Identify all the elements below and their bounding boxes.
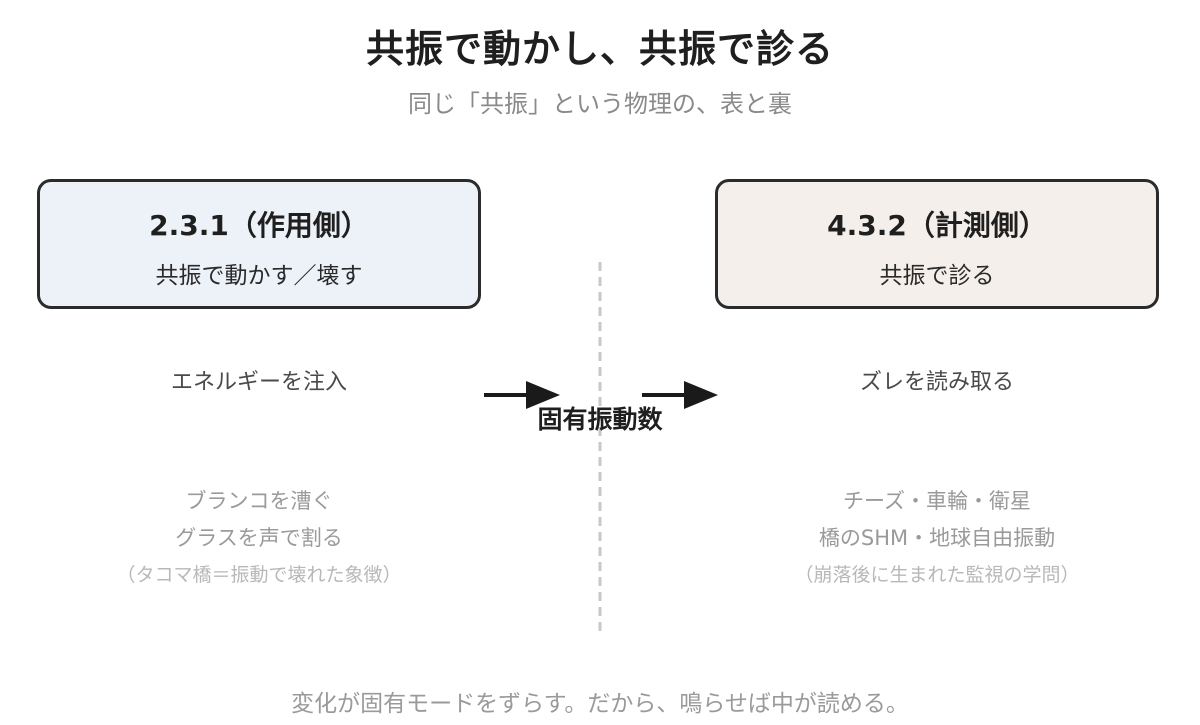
measurement-side-examples: チーズ・車輪・衛星 橋のSHM・地球自由振動 （崩落後に生まれた監視の学問） — [715, 486, 1159, 597]
action-side-examples: ブランコを漕ぐ グラスを声で割る （タコマ橋＝振動で壊れた象徴） — [37, 486, 481, 597]
action-side-box: 2.3.1（作用側） 共振で動かす／壊す — [37, 179, 481, 309]
footer-caption: 変化が固有モードをずらす。だから、鳴らせば中が読める。 — [291, 691, 909, 717]
example-item: ブランコを漕ぐ — [185, 489, 333, 513]
example-item: グラスを声で割る — [175, 526, 343, 550]
center-divider — [598, 262, 602, 636]
action-side-heading: 2.3.1（作用側） — [149, 209, 369, 242]
measurement-side-subheading: 共振で診る — [879, 263, 995, 289]
right-arrow — [642, 381, 718, 409]
page-title: 共振で動かし、共振で診る — [365, 27, 834, 71]
measurement-side-box: 4.3.2（計測側） 共振で診る — [715, 179, 1159, 309]
page-subtitle: 同じ「共振」という物理の、表と裏 — [408, 90, 792, 118]
left-arrow — [484, 381, 560, 409]
example-note: （タコマ橋＝振動で壊れた象徴） — [116, 564, 402, 586]
measurement-side-heading: 4.3.2（計測側） — [827, 209, 1047, 242]
natural-frequency-label: 固有振動数 — [537, 405, 663, 434]
example-item: 橋のSHM・地球自由振動 — [818, 526, 1056, 550]
action-side-action: エネルギーを注入 — [170, 370, 347, 395]
action-side-subheading: 共振で動かす／壊す — [155, 263, 363, 289]
example-note: （崩落後に生まれた監視の学問） — [794, 564, 1080, 586]
example-item: チーズ・車輪・衛星 — [843, 489, 1031, 513]
measurement-side-action: ズレを読み取る — [859, 370, 1014, 395]
